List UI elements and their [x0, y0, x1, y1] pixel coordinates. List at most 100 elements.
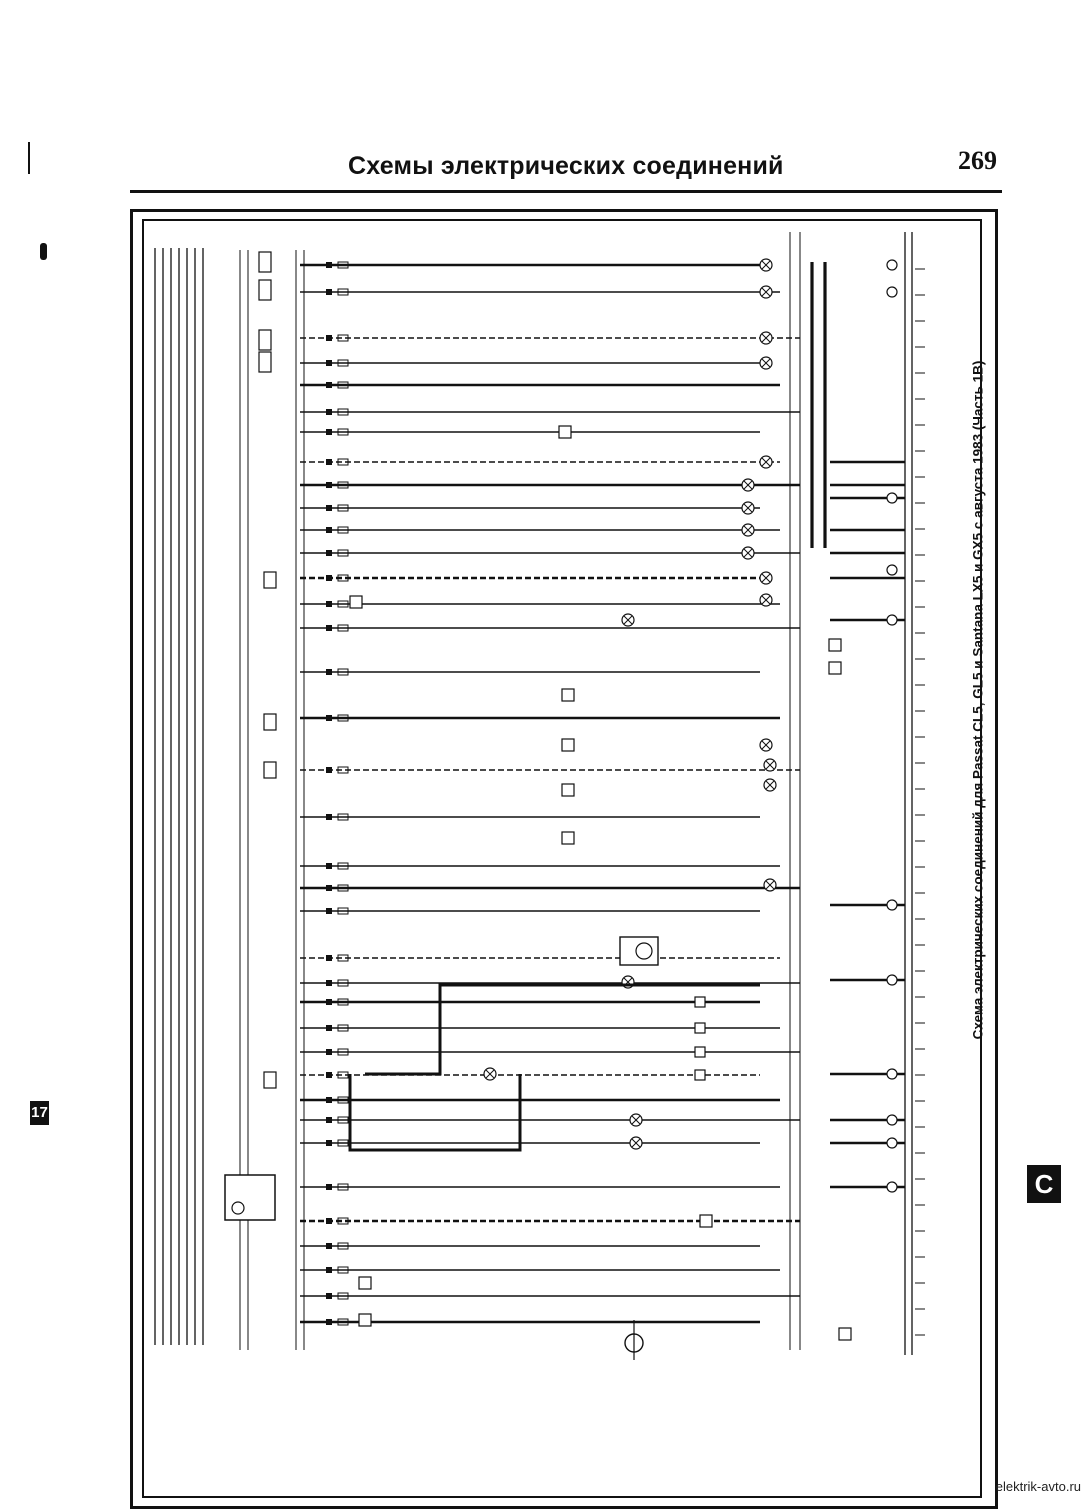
terminal: [326, 1319, 332, 1325]
terminal: [326, 289, 332, 295]
lamp-cross: [761, 595, 771, 605]
wire-label-box: [337, 408, 349, 416]
wire-label-box: [337, 549, 349, 557]
fuse-symbol: [258, 329, 272, 351]
terminal: [326, 1184, 332, 1190]
lamp-cross: [765, 780, 775, 790]
scan-corner-mark: [28, 142, 30, 174]
terminal: [326, 382, 332, 388]
wire-label-box: [337, 1266, 349, 1274]
fuse-symbol: [263, 571, 277, 589]
terminal: [326, 601, 332, 607]
wire-label-box: [337, 359, 349, 367]
terminal: [326, 1072, 332, 1078]
wire-label-box: [337, 714, 349, 722]
page-number: 269: [958, 146, 997, 175]
lamp-cross: [765, 760, 775, 770]
gauge-dial: [635, 942, 653, 960]
connector-box: [558, 425, 572, 439]
lamp-cross: [761, 333, 771, 343]
wire-label-box: [337, 907, 349, 915]
fuse-symbol: [263, 761, 277, 779]
circled-ref: [886, 564, 898, 576]
wire-label-box: [337, 1116, 349, 1124]
terminal: [326, 715, 332, 721]
connector-box: [561, 831, 575, 845]
connector-box: [561, 783, 575, 797]
connector-box: [358, 1313, 372, 1327]
wire-label-box: [337, 288, 349, 296]
wire-label-box: [337, 574, 349, 582]
terminal: [326, 1025, 332, 1031]
connector-box: [699, 1214, 713, 1228]
circled-ref: [886, 1068, 898, 1080]
watermark: elektrik-avto.ru: [995, 1479, 1081, 1494]
wire-label-box: [337, 458, 349, 466]
diagram-caption-box: Схема электрических соединений для Passa…: [960, 232, 996, 1167]
connector-box: [358, 1276, 372, 1290]
wire-label-box: [337, 1292, 349, 1300]
terminal: [326, 908, 332, 914]
terminal: [326, 550, 332, 556]
terminal: [326, 1293, 332, 1299]
fuse-symbol: [258, 351, 272, 373]
wire-label-box: [337, 1096, 349, 1104]
lamp-cross: [485, 1069, 495, 1079]
terminal: [326, 409, 332, 415]
wire-label-box: [337, 954, 349, 962]
lamp-cross: [761, 740, 771, 750]
connector-box: [828, 638, 842, 652]
lamp-cross: [743, 480, 753, 490]
fuse-symbol: [263, 713, 277, 731]
wire-label-box: [337, 1139, 349, 1147]
wire-label-box: [337, 766, 349, 774]
lamp-cross: [761, 573, 771, 583]
wire-label-box: [337, 1217, 349, 1225]
terminal: [326, 1049, 332, 1055]
terminal: [326, 459, 332, 465]
diagram-inner-frame: [142, 219, 982, 1498]
wire-label-box: [337, 381, 349, 389]
terminal: [326, 335, 332, 341]
contact-block: [694, 996, 706, 1008]
wire-label-box: [337, 504, 349, 512]
fuse-symbol: [258, 251, 272, 273]
lamp-cross: [761, 457, 771, 467]
terminal: [326, 575, 332, 581]
wire-label-box: [337, 1318, 349, 1326]
lamp-cross: [631, 1138, 641, 1148]
terminal: [326, 814, 332, 820]
connector-box: [561, 738, 575, 752]
wire-label-box: [337, 1242, 349, 1250]
circled-ref: [886, 614, 898, 626]
terminal: [326, 527, 332, 533]
lamp-cross: [761, 287, 771, 297]
circled-ref: [886, 1137, 898, 1149]
wire-label-box: [337, 334, 349, 342]
header-rule: [130, 190, 1002, 193]
terminal: [326, 1267, 332, 1273]
fuse-symbol: [263, 1071, 277, 1089]
terminal: [326, 1097, 332, 1103]
contact-block: [694, 1069, 706, 1081]
circled-ref: [886, 259, 898, 271]
chapter-tab-17: 17: [30, 1101, 49, 1125]
contact-block: [694, 1022, 706, 1034]
terminal: [326, 863, 332, 869]
binding-mark: [40, 243, 47, 260]
terminal: [326, 669, 332, 675]
contact-block: [694, 1046, 706, 1058]
wire-label-box: [337, 600, 349, 608]
wire-label-box: [337, 624, 349, 632]
circled-ref: [886, 899, 898, 911]
terminal: [326, 262, 332, 268]
wire-label-box: [337, 1183, 349, 1191]
lamp-cross: [623, 615, 633, 625]
lamp-cross: [765, 880, 775, 890]
wire-label-box: [337, 1024, 349, 1032]
terminal: [326, 999, 332, 1005]
terminal: [326, 955, 332, 961]
heavy-harness: [348, 983, 760, 1152]
lamp-cross: [743, 503, 753, 513]
